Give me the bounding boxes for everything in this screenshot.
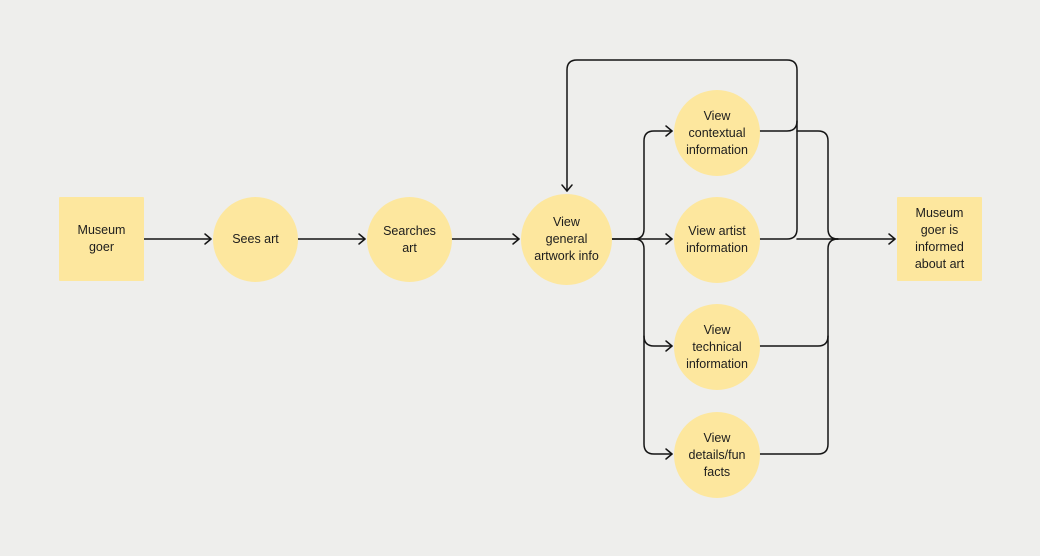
arrowhead-technical (665, 340, 673, 352)
node-view-artist-information: View artist information (674, 197, 760, 283)
arrowhead-searches (358, 233, 366, 245)
node-view-details-fun-facts: View details/fun facts (674, 412, 760, 498)
node-museum-goer-label: Museum goer (77, 223, 126, 254)
node-view-general-artwork-info: View general artwork info (521, 194, 612, 285)
node-view-contextual-information: View contextual information (674, 90, 760, 176)
arrowhead-loop (561, 184, 573, 192)
arrowhead-sees (204, 233, 212, 245)
edge-contextual-to-loop (759, 120, 798, 132)
edge-general-to-technical (633, 238, 673, 347)
arrowhead-contextual (665, 125, 673, 137)
node-museum-goer-informed: Museum goer is informed about art (897, 197, 982, 281)
node-sees-art-label: Sees art (232, 232, 279, 246)
edge-technical-to-merge (759, 238, 839, 347)
edge-loop-back-to-general (566, 59, 798, 240)
edge-details-to-merge (759, 335, 829, 455)
node-informed-label: Museum goer is informed about art (914, 206, 965, 271)
node-view-technical-information: View technical information (674, 304, 760, 390)
edge-general-to-details (643, 335, 673, 455)
edge-general-to-contextual (611, 130, 673, 240)
arrowhead-informed (888, 233, 896, 245)
arrowhead-general (512, 233, 520, 245)
node-sees-art: Sees art (213, 197, 298, 282)
node-searches-art: Searches art (367, 197, 452, 282)
edge-contextual-to-merge (796, 130, 839, 240)
node-view-general-label: View general artwork info (534, 215, 599, 263)
node-searches-art-label: Searches art (383, 223, 436, 255)
node-museum-goer: Museum goer (59, 197, 144, 281)
node-view-details-label: View details/fun facts (688, 430, 746, 479)
node-view-contextual-label: View contextual information (686, 108, 748, 157)
arrowhead-details (665, 448, 673, 460)
arrowhead-artist (665, 233, 673, 245)
node-view-technical-label: View technical information (686, 322, 748, 371)
node-view-artist-label: View artist information (686, 224, 748, 255)
